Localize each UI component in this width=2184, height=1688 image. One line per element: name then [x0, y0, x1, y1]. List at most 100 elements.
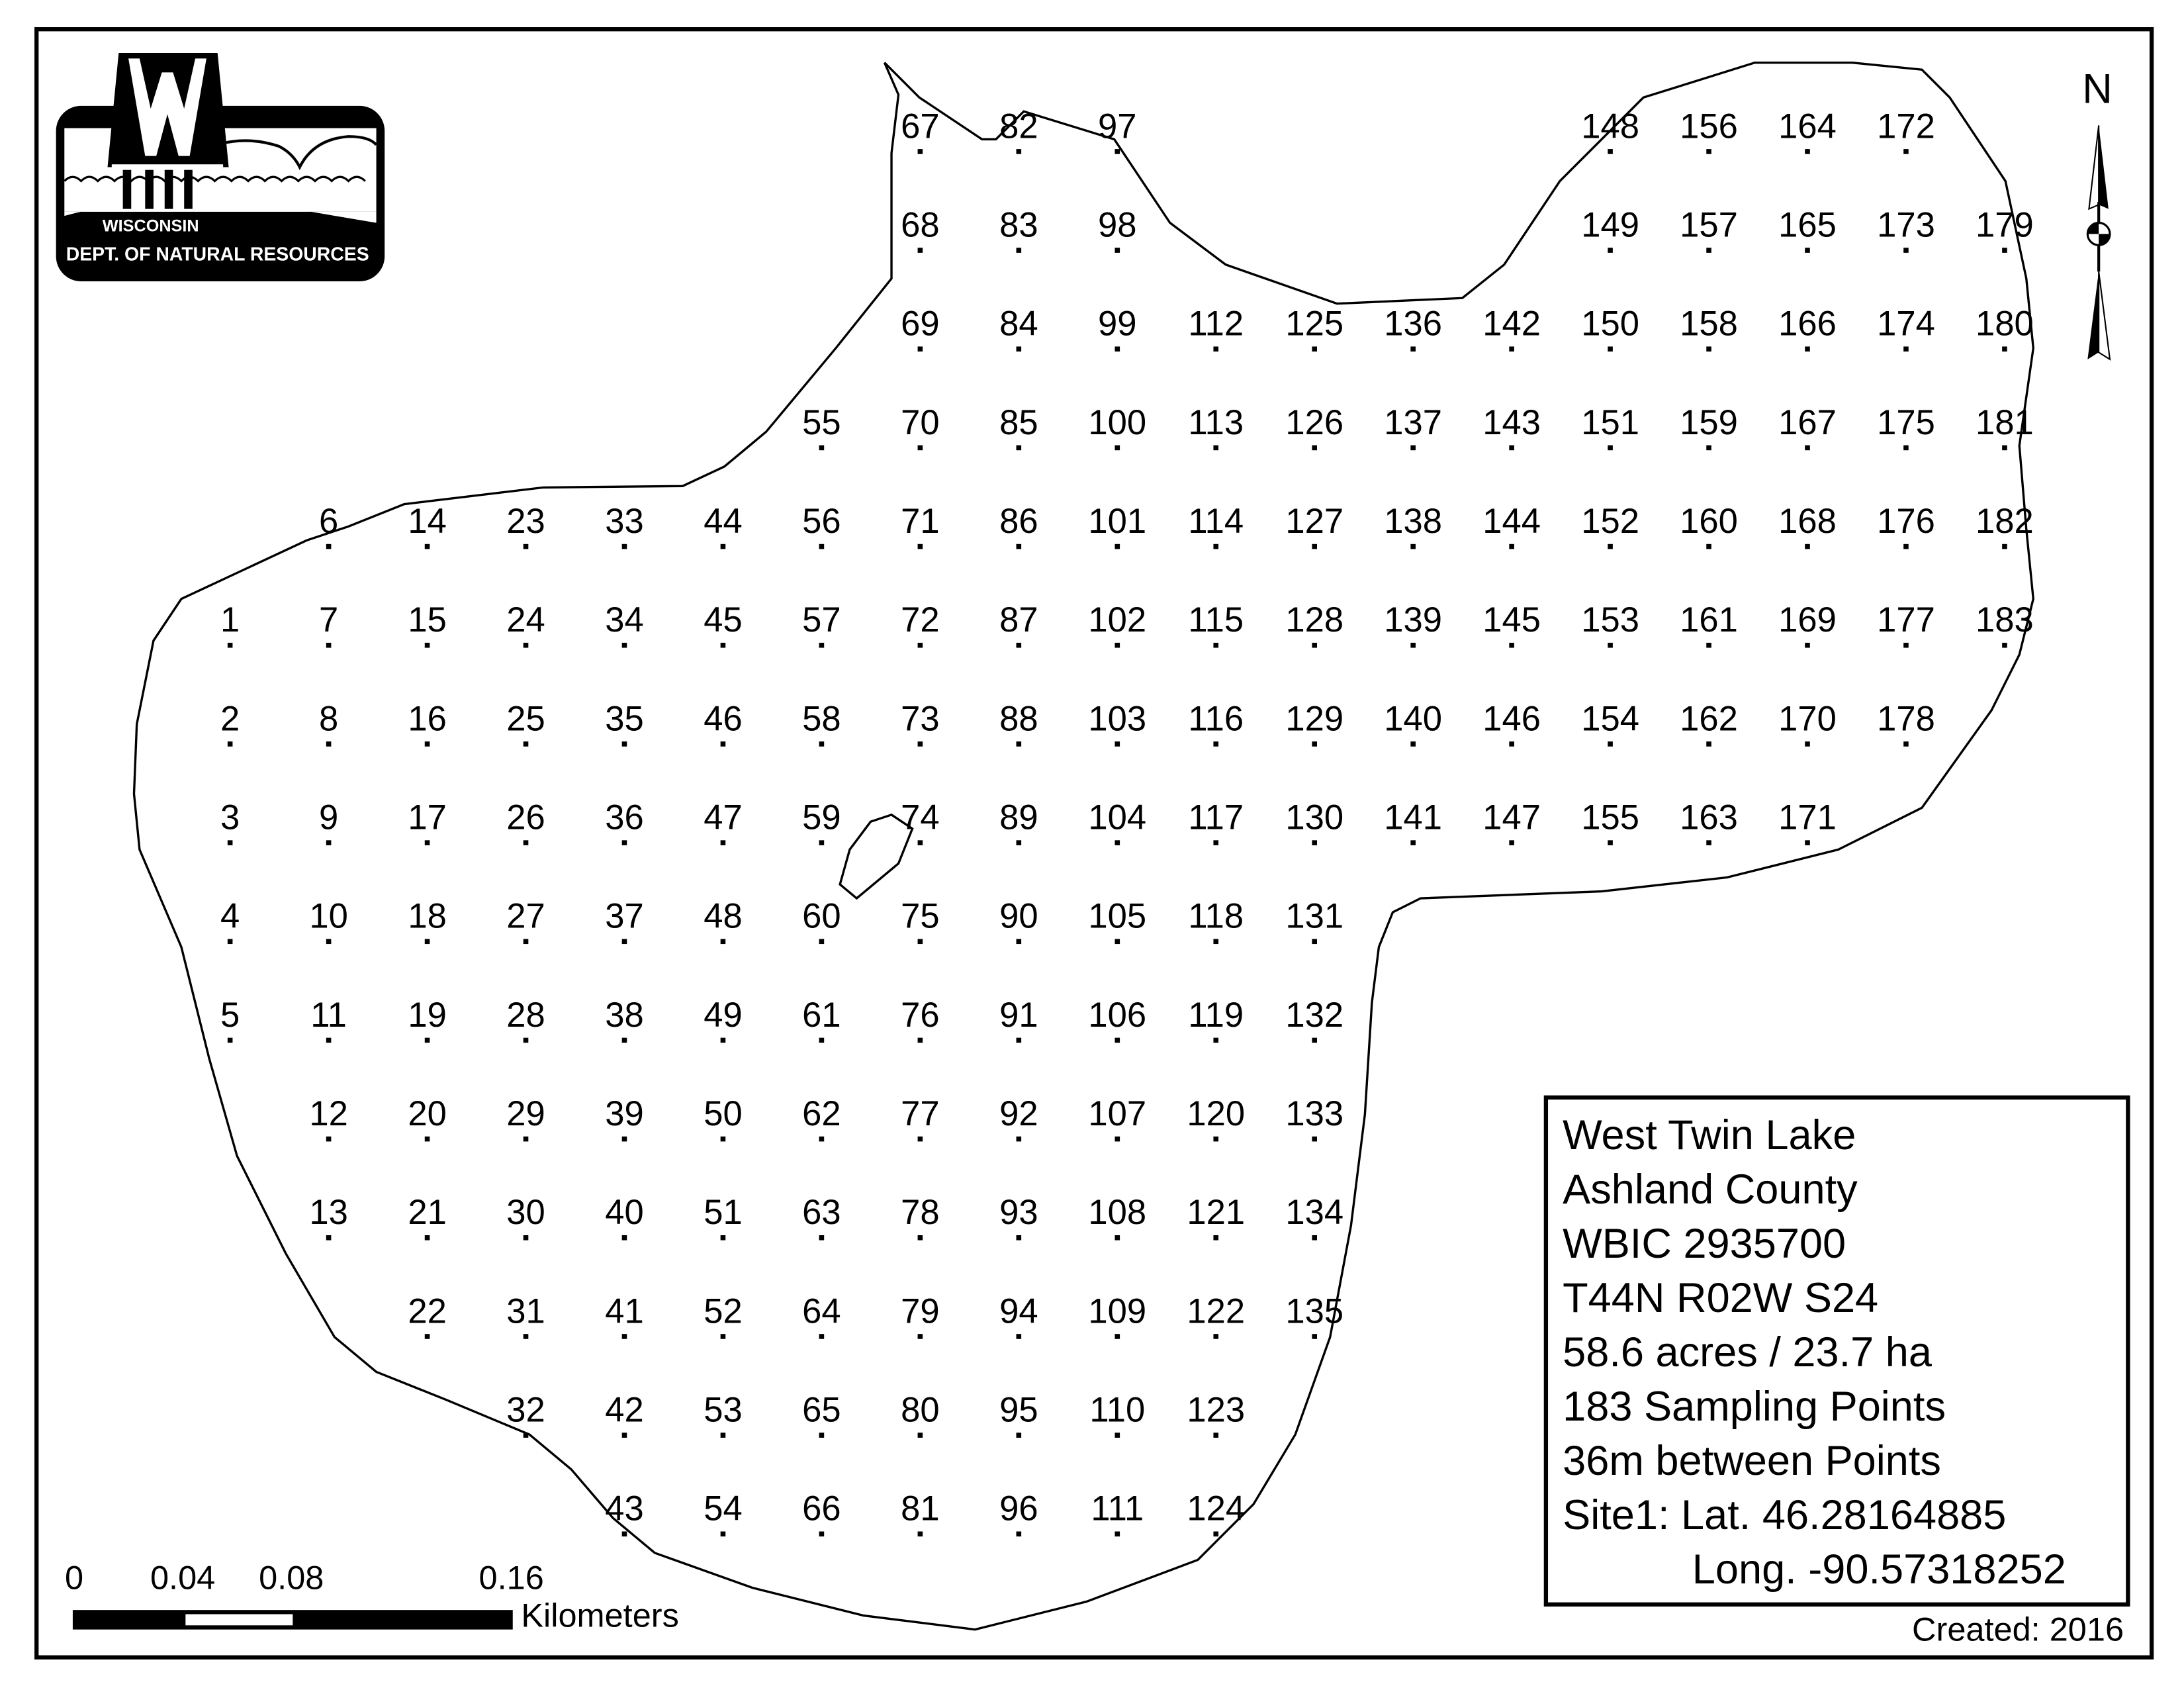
sampling-point-marker: [621, 543, 627, 549]
sampling-point-label: 51: [704, 1193, 742, 1232]
sampling-point: 120: [1187, 1094, 1245, 1142]
sampling-point-marker: [1115, 1531, 1120, 1537]
sampling-point-label: 168: [1778, 502, 1837, 541]
sampling-point-label: 136: [1384, 305, 1442, 344]
sampling-point: 21: [408, 1193, 447, 1241]
sampling-point-marker: [1016, 939, 1022, 945]
sampling-point-label: 122: [1187, 1291, 1245, 1331]
sampling-point: 70: [901, 403, 940, 451]
sampling-point-marker: [523, 543, 529, 549]
sampling-point-marker: [1706, 346, 1711, 352]
sampling-point-marker: [917, 1531, 923, 1537]
sampling-point: 123: [1187, 1391, 1245, 1438]
sampling-point-label: 182: [1976, 502, 2034, 541]
sampling-point-label: 137: [1384, 403, 1442, 442]
sampling-point: 13: [309, 1193, 348, 1241]
sampling-point-label: 71: [901, 502, 939, 541]
sampling-point-marker: [819, 1235, 825, 1241]
sampling-point-label: 30: [506, 1193, 545, 1232]
sampling-point: 126: [1285, 403, 1343, 451]
sampling-point-marker: [819, 741, 825, 747]
sampling-point: 125: [1285, 305, 1343, 352]
sampling-points: 1234567891011121314151617181920212223242…: [220, 107, 2034, 1537]
sampling-point-marker: [523, 1235, 529, 1241]
sampling-point-marker: [1213, 1531, 1219, 1537]
sampling-point-marker: [1706, 445, 1711, 451]
sampling-point-label: 96: [999, 1489, 1038, 1528]
sampling-point: 116: [1188, 699, 1244, 747]
sampling-point-label: 151: [1581, 403, 1639, 442]
sampling-point-label: 97: [1098, 107, 1136, 146]
sampling-point: 31: [506, 1291, 545, 1339]
sampling-point-marker: [819, 939, 825, 945]
sampling-point-marker: [1608, 741, 1613, 747]
sampling-point: 46: [704, 699, 743, 747]
sampling-point-marker: [1213, 642, 1219, 648]
sampling-point-label: 50: [704, 1094, 742, 1133]
sampling-point: 5: [220, 996, 240, 1043]
sampling-point-marker: [1115, 642, 1120, 648]
sampling-point-label: 159: [1680, 403, 1738, 442]
sampling-point-label: 107: [1088, 1094, 1146, 1133]
sampling-point-marker: [523, 1432, 529, 1438]
sampling-point-label: 47: [704, 798, 742, 837]
sampling-point-marker: [424, 1334, 430, 1339]
sampling-point-label: 52: [704, 1291, 742, 1331]
sampling-point-marker: [227, 642, 233, 648]
sampling-point-marker: [2002, 346, 2007, 352]
sampling-point: 108: [1088, 1193, 1146, 1241]
sampling-point-marker: [424, 939, 430, 945]
sampling-point: 136: [1384, 305, 1442, 352]
sampling-point: 20: [408, 1094, 447, 1142]
sampling-point-marker: [1016, 1037, 1022, 1043]
sampling-point-label: 75: [901, 897, 939, 936]
sampling-point-label: 169: [1778, 600, 1837, 639]
sampling-point: 134: [1285, 1193, 1343, 1241]
sampling-point-label: 146: [1482, 699, 1541, 738]
sampling-point: 56: [802, 502, 841, 549]
sampling-point-marker: [720, 741, 726, 747]
sampling-point-label: 144: [1482, 502, 1541, 541]
sampling-point-marker: [1805, 741, 1810, 747]
sampling-point-label: 172: [1877, 107, 1935, 146]
sampling-point-marker: [424, 1037, 430, 1043]
sampling-point: 16: [408, 699, 447, 747]
sampling-point-label: 171: [1778, 798, 1837, 837]
sampling-point: 14: [408, 502, 447, 549]
sampling-point-label: 40: [605, 1193, 643, 1232]
sampling-point-label: 61: [802, 996, 841, 1035]
sampling-point-marker: [1410, 642, 1416, 648]
sampling-point-label: 181: [1976, 403, 2034, 442]
sampling-point-label: 99: [1098, 305, 1136, 344]
sampling-point-marker: [1805, 149, 1810, 154]
sampling-point: 151: [1581, 403, 1639, 451]
sampling-point: 17: [408, 798, 447, 845]
sampling-point: 96: [999, 1489, 1038, 1537]
sampling-point-label: 142: [1482, 305, 1541, 344]
sampling-point-label: 154: [1581, 699, 1639, 738]
sampling-point-marker: [424, 1235, 430, 1241]
sampling-point-label: 8: [319, 699, 338, 738]
sampling-point: 60: [802, 897, 841, 945]
sampling-point-marker: [1410, 346, 1416, 352]
sampling-point-label: 18: [408, 897, 446, 936]
sampling-point: 161: [1680, 600, 1738, 648]
sampling-point: 54: [704, 1489, 743, 1537]
sampling-point-label: 69: [901, 305, 939, 344]
sampling-point-marker: [1903, 741, 1909, 747]
sampling-point: 99: [1098, 305, 1137, 352]
sampling-point: 9: [319, 798, 338, 845]
sampling-point-marker: [621, 642, 627, 648]
sampling-point: 172: [1877, 107, 1935, 154]
sampling-point-marker: [2002, 248, 2007, 253]
sampling-point-marker: [1115, 1432, 1120, 1438]
sampling-point-label: 102: [1088, 600, 1146, 639]
sampling-point: 86: [999, 502, 1038, 549]
sampling-point-label: 149: [1581, 205, 1639, 244]
sampling-point-label: 4: [220, 897, 240, 936]
sampling-point: 145: [1482, 600, 1541, 648]
sampling-point-label: 29: [506, 1094, 545, 1133]
sampling-point: 178: [1877, 699, 1935, 747]
sampling-point: 65: [802, 1391, 841, 1438]
sampling-point-label: 10: [309, 897, 347, 936]
